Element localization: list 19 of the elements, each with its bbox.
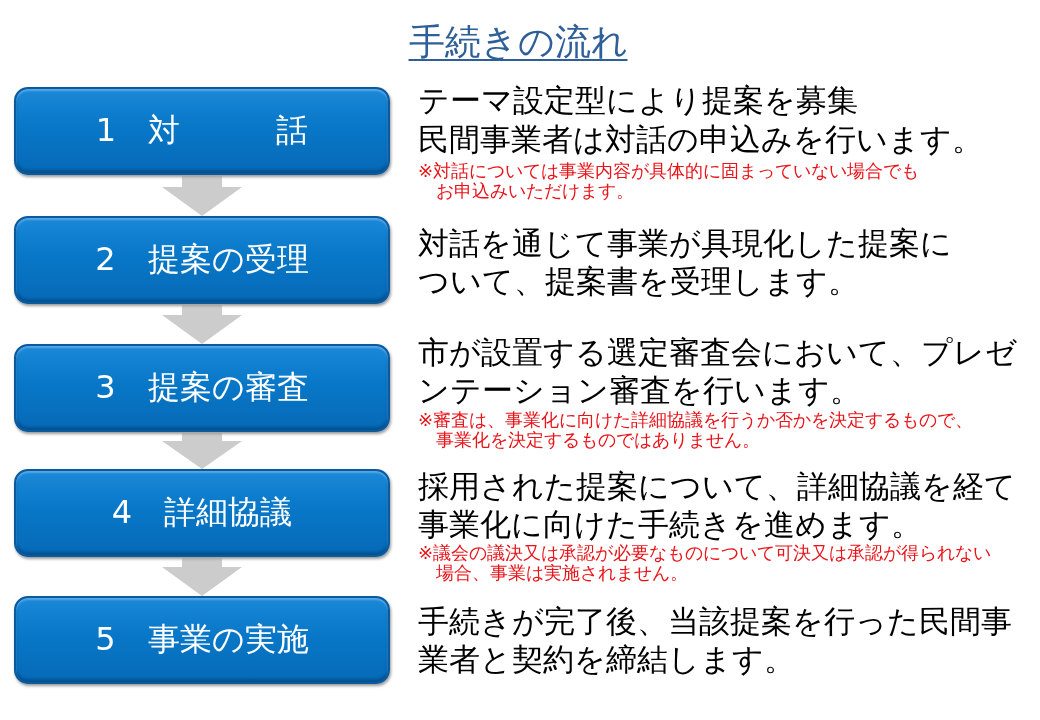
- description-text: 民間事業者は対話の申込みを行います。: [418, 120, 984, 158]
- step-box: 4 詳細協議: [14, 469, 390, 557]
- description-text: 市が設置する選定審査会において、プレゼンテーション審査を行います。: [418, 333, 1018, 409]
- step-box: 2 提案の受理: [14, 216, 390, 304]
- step-box: 1 対 話: [14, 87, 390, 175]
- description-text: 手続きが完了後、当該提案を行った民間事業者と契約を締結します。: [418, 602, 1013, 678]
- description-text: 採用された提案について、詳細協議を経て事業化に向けた手続きを進めます。: [418, 467, 1017, 543]
- arrow: [162, 558, 242, 596]
- arrow: [162, 176, 242, 216]
- step-box: 3 提案の審査: [14, 344, 390, 432]
- note-text: ※議会の議決又は承認が必要なものについて可決又は承認が得られない場合、事業は実施されません。: [418, 543, 993, 583]
- note-text: ※審査は、事業化に向けた詳細協議を行うか否かを決定するもので、事業化を決定するものではありません。: [418, 410, 975, 450]
- note-text: ※対話については事業内容が具体的に固まっていない場合でもお申込みいただけます。: [418, 161, 921, 201]
- arrow: [162, 433, 242, 469]
- title: 手続きの流れ: [408, 20, 628, 64]
- description-text: 対話を通じて事業が具現化した提案について、提案書を受理します。: [418, 224, 953, 300]
- description-text: テーマ設定型により提案を募集: [418, 81, 859, 119]
- arrow: [162, 305, 242, 344]
- step-box: 5 事業の実施: [14, 596, 390, 684]
